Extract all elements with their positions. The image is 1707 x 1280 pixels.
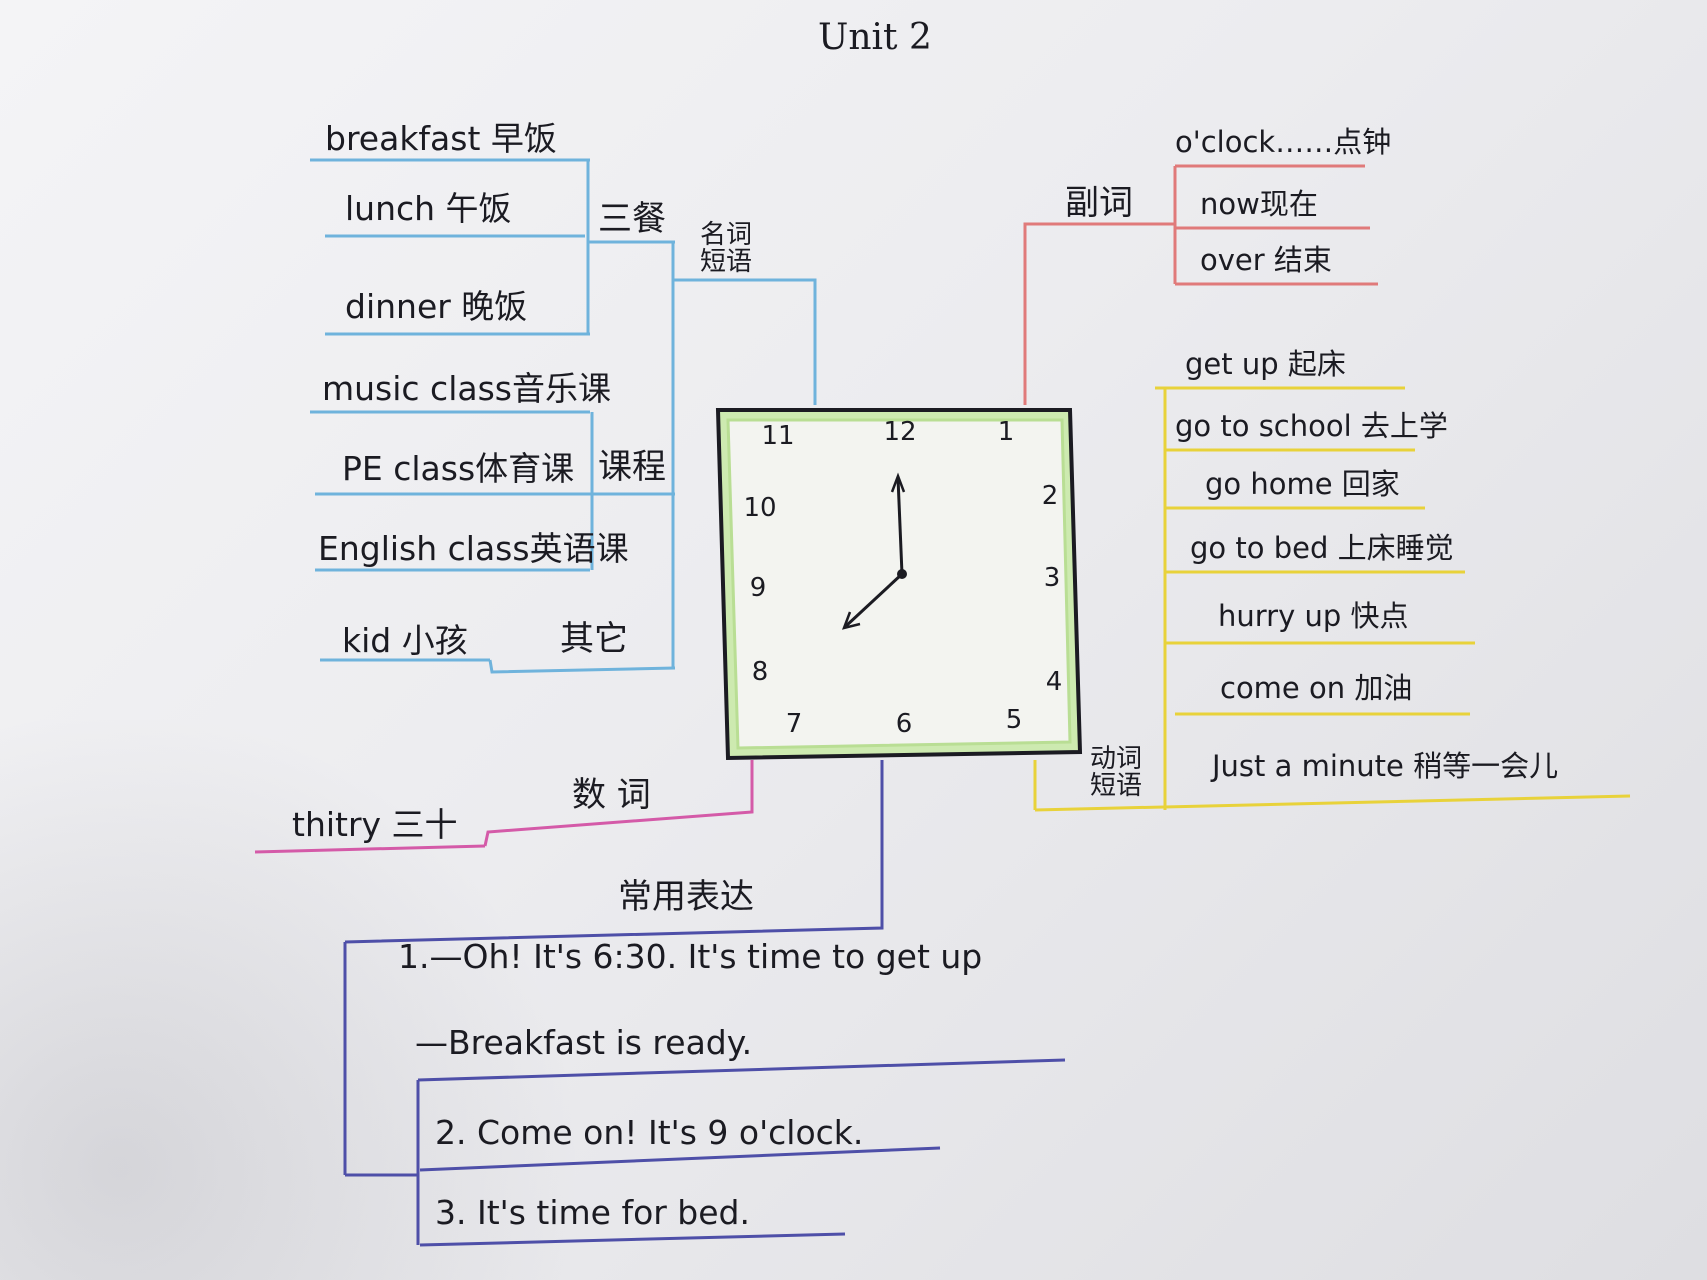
others-category-label: 其它 <box>560 619 628 659</box>
adverb-category-label: 副词 <box>1065 183 1133 223</box>
verb-item-go-to-bed: go to bed 上床睡觉 <box>1190 531 1454 565</box>
noun-item-music-class: music class音乐课 <box>322 369 611 408</box>
verb-category-label: 动词短语 <box>1090 744 1143 802</box>
clock-number-5: 5 <box>1005 705 1023 735</box>
verb-item-hurry-up: hurry up 快点 <box>1218 599 1409 633</box>
expression-line-3: 2. Come on! It's 9 o'clock. <box>435 1113 864 1152</box>
page-title: Unit 2 <box>818 17 932 58</box>
noun-item-english-class: English class英语课 <box>318 529 629 568</box>
adverb-item-oclock: o'clock……点钟 <box>1175 125 1392 159</box>
adverb-item-over: over 结束 <box>1200 243 1332 277</box>
noun-category-label: 名词短语 <box>700 220 753 278</box>
clock-minute-hand <box>896 477 904 575</box>
clock-number-6: 6 <box>895 709 913 739</box>
expression-line-4: 3. It's time for bed. <box>435 1193 750 1232</box>
numeral-item-thirty: thitry 三十 <box>292 805 458 844</box>
clock-number-2: 2 <box>1041 481 1059 511</box>
verb-item-just-a-minute: Just a minute 稍等一会儿 <box>1212 749 1559 783</box>
numeral-category-label: 数 词 <box>572 775 651 815</box>
noun-branch-lines <box>310 158 817 674</box>
clock-number-4: 4 <box>1045 667 1063 697</box>
noun-item-pe-class: PE class体育课 <box>342 449 575 488</box>
verb-item-go-to-school: go to school 去上学 <box>1175 409 1448 443</box>
adverb-branch-lines <box>1023 164 1378 405</box>
noun-item-breakfast: breakfast 早饭 <box>325 119 557 158</box>
verb-item-come-on: come on 加油 <box>1220 671 1413 705</box>
adverb-item-now: now现在 <box>1200 187 1318 221</box>
expression-line-2: —Breakfast is ready. <box>415 1023 753 1062</box>
verb-item-get-up: get up 起床 <box>1185 347 1346 381</box>
clock-number-10: 10 <box>743 493 777 523</box>
clock-hour-hand <box>844 572 904 628</box>
expression-line-1: 1.—Oh! It's 6:30. It's time to get up <box>398 937 983 976</box>
numeral-branch-lines <box>254 760 754 854</box>
classes-category-label: 课程 <box>598 447 666 487</box>
clock-number-8: 8 <box>751 657 769 687</box>
meals-category-label: 三餐 <box>598 199 666 239</box>
clock-number-9: 9 <box>749 573 767 603</box>
clock-number-3: 3 <box>1043 563 1061 593</box>
clock-number-7: 7 <box>785 709 803 739</box>
verb-item-go-home: go home 回家 <box>1205 467 1400 501</box>
expression-category-label: 常用表达 <box>618 877 754 917</box>
clock <box>715 408 1083 761</box>
clock-number-1: 1 <box>997 417 1015 447</box>
clock-number-12: 12 <box>883 417 917 447</box>
clock-number-11: 11 <box>761 421 795 451</box>
expression-branch-lines <box>343 760 1066 1247</box>
noun-item-kid: kid 小孩 <box>342 621 468 660</box>
verb-branch-lines <box>1033 386 1631 812</box>
noun-item-lunch: lunch 午饭 <box>345 189 512 228</box>
noun-item-dinner: dinner 晚饭 <box>345 287 528 326</box>
